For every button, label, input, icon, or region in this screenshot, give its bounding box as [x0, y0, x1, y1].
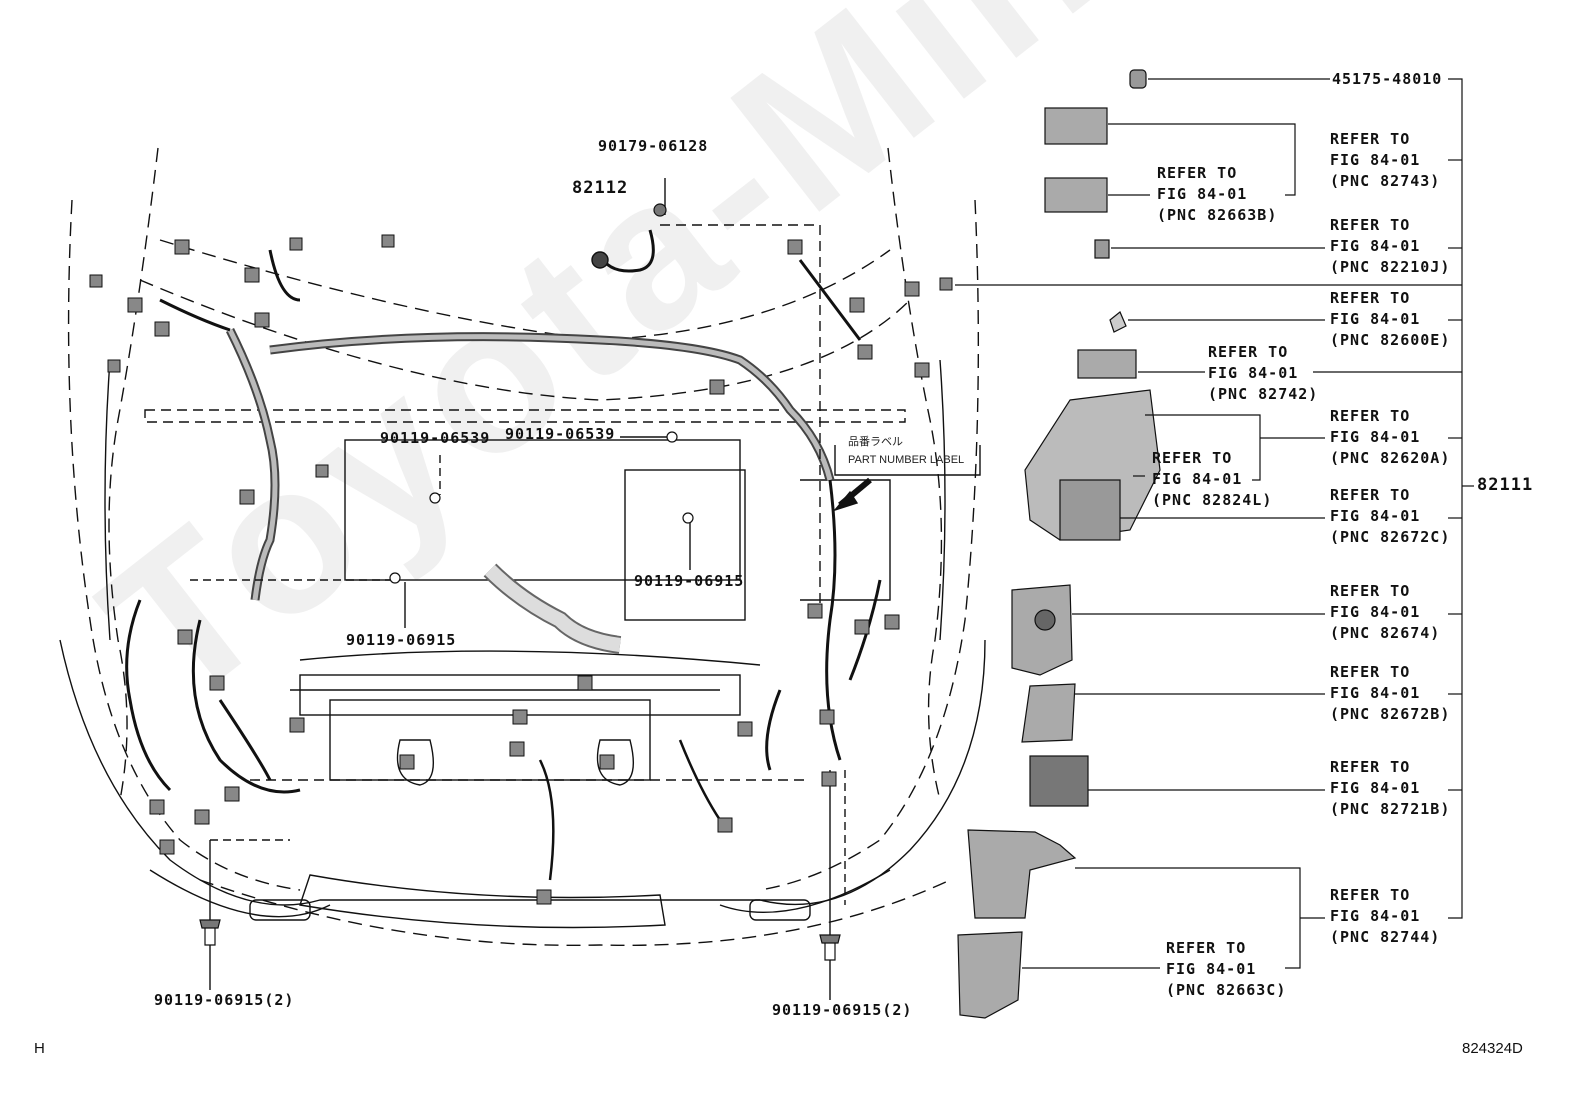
part-90119-06915-2-a: 90119-06915(2): [154, 991, 295, 1009]
part-90119-06539-b: 90119-06539: [505, 425, 616, 443]
hood-line: [139, 279, 911, 401]
corner-mark: H: [34, 1040, 45, 1057]
part-number-label-en: PART NUMBER LABEL: [848, 454, 965, 466]
part-90119-06915-2-b: 90119-06915(2): [772, 1001, 913, 1019]
part-82111: 82111: [1477, 475, 1534, 495]
part-90179-06128: 90179-06128: [598, 137, 709, 155]
ref-82744: REFER TO FIG 84-01 (PNC 82744): [1330, 886, 1441, 946]
ref-82672B: REFER TO FIG 84-01 (PNC 82672B): [1330, 663, 1451, 723]
figure-code: 824324D: [1462, 1040, 1523, 1057]
body-outline-right: [887, 147, 943, 801]
ref-82742: REFER TO FIG 84-01 (PNC 82742): [1208, 343, 1319, 403]
ref-82620A: REFER TO FIG 84-01 (PNC 82620A): [1330, 407, 1451, 467]
ref-82600E: REFER TO FIG 84-01 (PNC 82600E): [1330, 289, 1451, 349]
ref-82743: REFER TO FIG 84-01 (PNC 82743): [1330, 130, 1441, 190]
ref-82674: REFER TO FIG 84-01 (PNC 82674): [1330, 582, 1441, 642]
fender-right: [759, 199, 980, 891]
part-45175-48010: 45175-48010: [1332, 70, 1443, 88]
part-90119-06539-a: 90119-06539: [380, 429, 491, 447]
cowl-line: [159, 239, 891, 341]
part-90119-06915-a: 90119-06915: [634, 572, 745, 590]
ref-82721B: REFER TO FIG 84-01 (PNC 82721B): [1330, 758, 1451, 818]
ref-82210J: REFER TO FIG 84-01 (PNC 82210J): [1330, 216, 1451, 276]
ref-82824L: REFER TO FIG 84-01 (PNC 82824L): [1152, 449, 1273, 509]
part-90119-06915-b: 90119-06915: [346, 631, 457, 649]
ref-82672C: REFER TO FIG 84-01 (PNC 82672C): [1330, 486, 1451, 546]
body-outline: [108, 147, 159, 801]
ref-82663C: REFER TO FIG 84-01 (PNC 82663C): [1166, 939, 1287, 999]
part-number-label-jp: 品番ラベル: [848, 436, 903, 448]
ref-82663B: REFER TO FIG 84-01 (PNC 82663B): [1157, 164, 1278, 224]
part-82112: 82112: [572, 178, 629, 198]
